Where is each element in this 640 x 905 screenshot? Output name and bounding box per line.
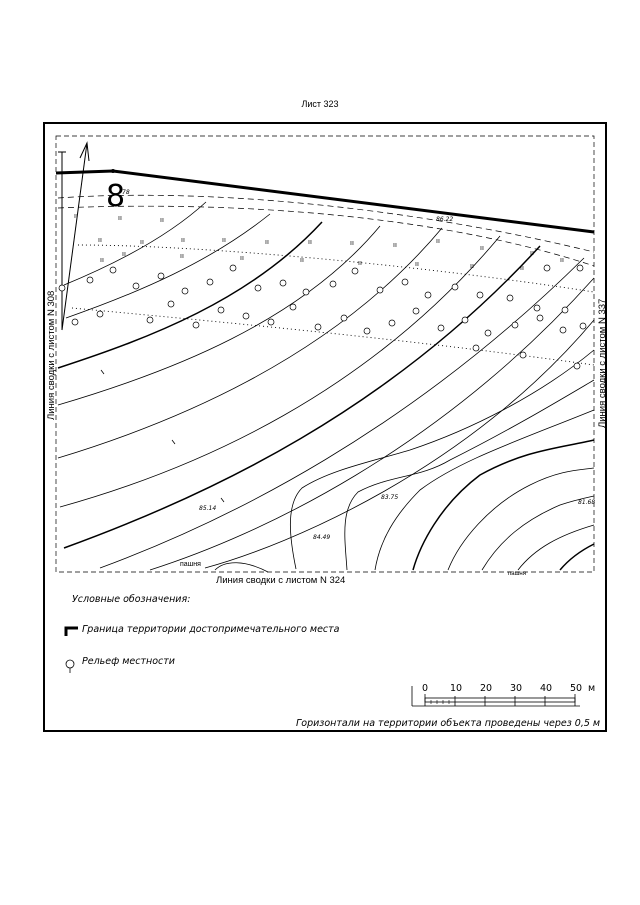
boundary-node xyxy=(111,169,115,173)
legend-relief-label: Рельеф местности xyxy=(82,656,175,667)
contour-line xyxy=(559,543,595,571)
svg-text:ıı: ıı xyxy=(560,256,564,264)
svg-text:ıı: ıı xyxy=(122,250,126,258)
contour-line xyxy=(374,409,595,571)
contour-interval-note: Горизонтали на территории объекта провед… xyxy=(296,718,601,729)
contour-line xyxy=(57,227,443,459)
svg-text:ıı: ıı xyxy=(100,256,104,264)
contour-line xyxy=(57,225,381,406)
contour-line xyxy=(344,379,595,571)
dotted-lines xyxy=(71,244,595,366)
legend-title: Условные обозначения: xyxy=(72,594,191,605)
contour-line xyxy=(149,277,595,571)
svg-text:ıı: ıı xyxy=(350,239,354,247)
contour-line xyxy=(63,245,541,549)
inner-neatline xyxy=(55,135,595,573)
object-number: 8 xyxy=(106,179,125,214)
svg-text:ıı: ıı xyxy=(98,236,102,244)
svg-text:ıı: ıı xyxy=(181,236,185,244)
svg-text:ıı: ıı xyxy=(415,260,419,268)
svg-text:ıı: ıı xyxy=(480,244,484,252)
join-label-right: Линия сводки с листом N 337 xyxy=(597,299,608,428)
svg-text:ıı: ıı xyxy=(520,264,524,272)
dashed-lines xyxy=(57,194,595,267)
join-label-bottom: Линия сводки с листом N 324 xyxy=(216,575,345,586)
contour-line xyxy=(412,439,595,571)
svg-text:ıı: ıı xyxy=(308,238,312,246)
contour-line xyxy=(65,213,271,319)
elevation-label: 84.49 xyxy=(313,534,330,541)
contour-line xyxy=(57,221,323,369)
scale-tick-label: 50 xyxy=(570,683,583,694)
contour-line xyxy=(214,562,269,573)
contour-line xyxy=(289,349,595,570)
scale-unit: м xyxy=(588,683,596,694)
map-frame xyxy=(43,122,607,732)
svg-text:ıı: ıı xyxy=(118,214,122,222)
slope-ticks xyxy=(100,369,225,503)
elevation-label: 81.68 xyxy=(578,499,595,506)
svg-text:ıı: ıı xyxy=(358,259,362,267)
elevation-label: 78 xyxy=(122,189,130,196)
relief-circles xyxy=(58,264,587,370)
contour-line xyxy=(99,257,585,569)
svg-text:ıı: ıı xyxy=(74,212,78,220)
svg-text:ıı: ıı xyxy=(470,262,474,270)
svg-text:ıı: ıı xyxy=(140,238,144,246)
contour-line xyxy=(517,524,595,571)
relief-legend-icon xyxy=(65,659,75,673)
svg-text:ıı: ıı xyxy=(436,237,440,245)
svg-text:ıı: ıı xyxy=(530,249,534,257)
contour-lines xyxy=(57,201,595,573)
land-label: пашня xyxy=(508,571,526,577)
contour-line xyxy=(63,201,207,286)
contour-line xyxy=(481,495,595,571)
svg-text:ıı: ıı xyxy=(393,241,397,249)
land-label: пашня xyxy=(180,561,201,568)
svg-text:ıı: ıı xyxy=(240,254,244,262)
scale-tick-label: 20 xyxy=(480,683,493,694)
join-label-left: Линия сводки с листом N 308 xyxy=(46,291,57,420)
legend-boundary-label: Граница территории достопримечательного … xyxy=(82,624,340,635)
scale-tick-label: 40 xyxy=(540,683,553,694)
svg-text:ıı: ıı xyxy=(265,238,269,246)
sheet-title: Лист 323 xyxy=(301,99,339,109)
elevation-label: 86.22 xyxy=(436,216,453,223)
north-arrow-icon xyxy=(58,141,90,331)
scale-bar xyxy=(411,686,580,707)
svg-text:ıı: ıı xyxy=(160,216,164,224)
scale-tick-label: 30 xyxy=(510,683,523,694)
contour-line xyxy=(204,319,595,569)
elevation-label: 85.14 xyxy=(199,505,216,512)
boundary-legend-icon xyxy=(64,626,78,636)
svg-text:ıı: ıı xyxy=(222,236,226,244)
contour-line xyxy=(447,467,595,571)
svg-text:ıı: ıı xyxy=(180,252,184,260)
svg-text:ıı: ıı xyxy=(300,256,304,264)
scale-tick-label: 10 xyxy=(450,683,463,694)
contour-line xyxy=(59,235,501,508)
territory-boundary xyxy=(55,169,595,234)
scale-tick-label: 0 xyxy=(422,683,429,694)
elevation-label: 83.75 xyxy=(381,494,398,501)
